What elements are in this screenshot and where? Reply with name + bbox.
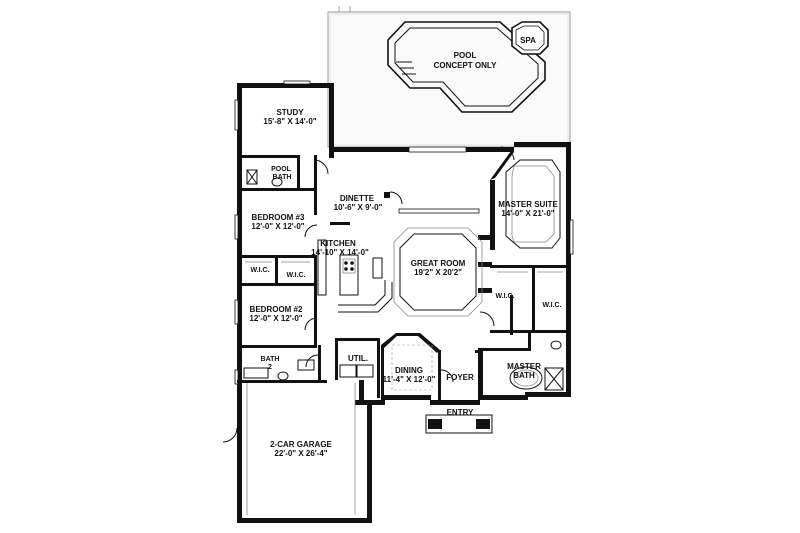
dining-dim: 11'-4" X 12'-0" [383,375,436,384]
great-room-dim: 19'2" X 20'2" [414,268,462,277]
bath2-sublabel: 2 [268,364,272,371]
entry-label: ENTRY [447,408,474,417]
master-bath-sublabel: BATH [513,371,535,380]
master-suite-label: MASTER SUITE [498,200,558,209]
exterior-walls [237,83,571,523]
bedroom3-dim: 12'-0" X 12'-0" [251,222,304,231]
foyer-label: FOYER [446,373,474,382]
bath2-label: BATH [261,356,280,363]
pool-bath-label: POOL [271,166,292,173]
wic2-label: W.I.C. [286,272,305,279]
dinette-label: DINETTE [340,194,375,203]
spa-label: SPA [520,36,536,45]
garage-dim: 22'-0" X 26'-4" [274,449,327,458]
windows [234,80,574,385]
bedroom3-label: BEDROOM #3 [252,213,305,222]
master-suite-dim: 14'-0" X 21'-0" [501,209,554,218]
great-room-label: GREAT ROOM [411,259,466,268]
pool-sublabel: CONCEPT ONLY [434,61,497,70]
pool-bath-sublabel: BATH [273,174,292,181]
spa [511,21,549,55]
master-bath-label: MASTER [507,362,541,371]
wic1-label: W.I.C. [250,267,269,274]
study-label: STUDY [276,108,304,117]
pool-label: POOL [454,51,477,60]
bedroom2-label: BEDROOM #2 [250,305,303,314]
study-dim: 15'-8" X 14'-0" [263,117,316,126]
garage-label: 2-CAR GARAGE [270,440,332,449]
kitchen-label: KITCHEN [320,239,356,248]
util-label: UTIL. [348,354,368,363]
bedroom2-dim: 12'-0" X 12'-0" [249,314,302,323]
wic4-label: W.I.C. [542,302,561,309]
interior-walls [237,155,568,400]
fixtures [243,159,564,515]
kitchen-dim: 14'-10" X 14'-0" [311,248,369,257]
wic3-label: W.I.C. [495,293,514,300]
doors [222,146,515,443]
dinette-dim: 10'-6" X 9'-0" [334,203,383,212]
dining-label: DINING [395,366,423,375]
